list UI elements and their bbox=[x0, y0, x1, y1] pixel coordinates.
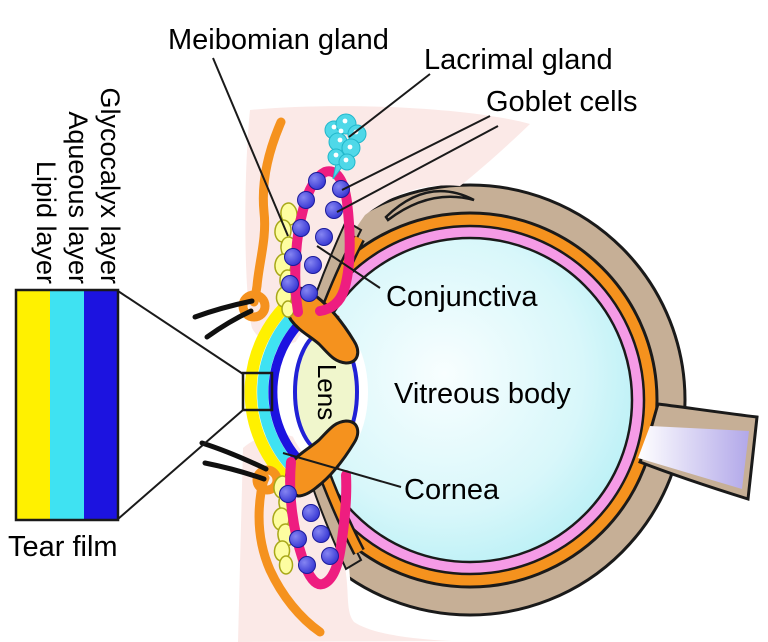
goblet-cell-dot bbox=[315, 228, 333, 246]
goblet-cell-dot bbox=[308, 172, 326, 190]
goblet-cell-dot bbox=[284, 248, 302, 266]
upper-eyelid-skin-region bbox=[245, 106, 530, 345]
goblet-cell-dot bbox=[297, 191, 315, 209]
goblet-cell-dot bbox=[312, 525, 330, 543]
tear-film-glycocalyx-segment bbox=[84, 290, 118, 520]
meibomian-gland-upper bbox=[274, 202, 298, 318]
label-lipid-layer: Lipid layer bbox=[31, 161, 61, 284]
callout-line-top bbox=[117, 290, 244, 375]
goblet-cell-dot bbox=[321, 547, 339, 565]
eyelashes-upper bbox=[192, 298, 255, 340]
lacrimal-gland-shape bbox=[324, 113, 367, 180]
tear-film-bar bbox=[14, 288, 120, 522]
goblet-cell-dot bbox=[289, 530, 307, 548]
callout-rect bbox=[241, 371, 274, 412]
label-tear-film: Tear film bbox=[8, 531, 118, 563]
label-cornea: Cornea bbox=[404, 474, 500, 506]
leader-goblet-1 bbox=[341, 115, 491, 191]
label-meibomian-gland: Meibomian gland bbox=[168, 24, 389, 56]
tear-film-lipid-segment bbox=[16, 290, 50, 520]
tear-film-bar-outline bbox=[14, 288, 120, 522]
optic-nerve bbox=[638, 426, 749, 489]
label-goblet-cells: Goblet cells bbox=[486, 86, 638, 118]
cornea-aqueous-layer bbox=[257, 302, 306, 482]
goblet-cell-dot bbox=[332, 180, 350, 198]
leader-cornea bbox=[282, 452, 402, 488]
leader-lacrimal bbox=[348, 73, 431, 138]
label-glycocalyx-layer: Glycocalyx layer bbox=[95, 87, 125, 284]
label-vitreous-body: Vitreous body bbox=[394, 378, 571, 410]
sclera-bump bbox=[384, 189, 475, 222]
goblet-cells-upper bbox=[281, 172, 350, 302]
conjunctival-sac-lower bbox=[285, 457, 352, 590]
goblet-cell-dot bbox=[300, 284, 318, 302]
cornea-lipid-layer bbox=[244, 290, 302, 494]
leader-conjunctiva bbox=[316, 245, 381, 289]
tear-film-aqueous-segment bbox=[50, 290, 84, 520]
goblet-cell-dot bbox=[304, 256, 322, 274]
goblet-cell-dot bbox=[302, 504, 320, 522]
callout-line-bottom bbox=[117, 409, 244, 520]
eyelashes-lower bbox=[199, 440, 269, 482]
goblet-cell-dot bbox=[279, 485, 297, 503]
upper-eyelid-margin-curl bbox=[238, 290, 270, 322]
meibomian-gland-lower bbox=[272, 475, 296, 575]
label-lens: Lens bbox=[312, 364, 342, 420]
leader-goblet-2 bbox=[336, 125, 499, 213]
label-aqueous-layer: Aqueous layer bbox=[63, 111, 93, 284]
label-lacrimal-gland: Lacrimal gland bbox=[424, 44, 613, 76]
goblet-cells-lower bbox=[279, 485, 339, 574]
label-conjunctiva: Conjunctiva bbox=[386, 281, 538, 313]
leader-meibomian bbox=[212, 57, 289, 237]
goblet-cell-dot bbox=[292, 219, 310, 237]
goblet-cell-dot bbox=[281, 275, 299, 293]
goblet-cell-dot bbox=[298, 556, 316, 574]
